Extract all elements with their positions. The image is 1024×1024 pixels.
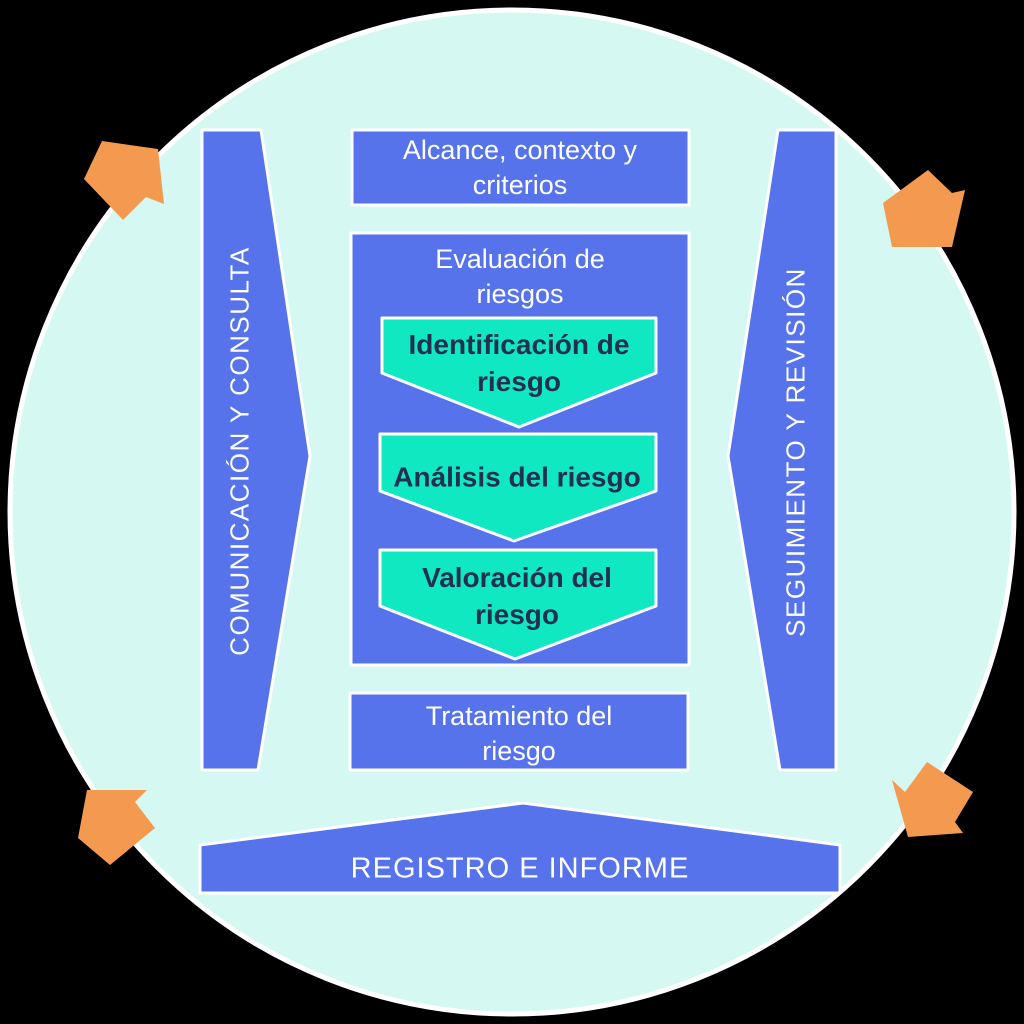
cycle-arrow-top-right-icon (883, 170, 965, 247)
cycle-arrow-bottom-right-icon (892, 762, 973, 837)
risk-identification-chevron (380, 316, 658, 429)
record-report-banner (198, 801, 842, 895)
cycle-arrow-top-left-icon (84, 141, 164, 220)
communication-consultation-bar (200, 128, 312, 772)
risk-analysis-chevron (378, 432, 658, 543)
monitoring-review-bar (726, 128, 838, 772)
scope-context-criteria-box (350, 128, 691, 207)
risk-evaluation-chevron (378, 548, 658, 661)
risk-treatment-box (348, 691, 690, 772)
cycle-arrow-bottom-left-icon (78, 790, 155, 865)
